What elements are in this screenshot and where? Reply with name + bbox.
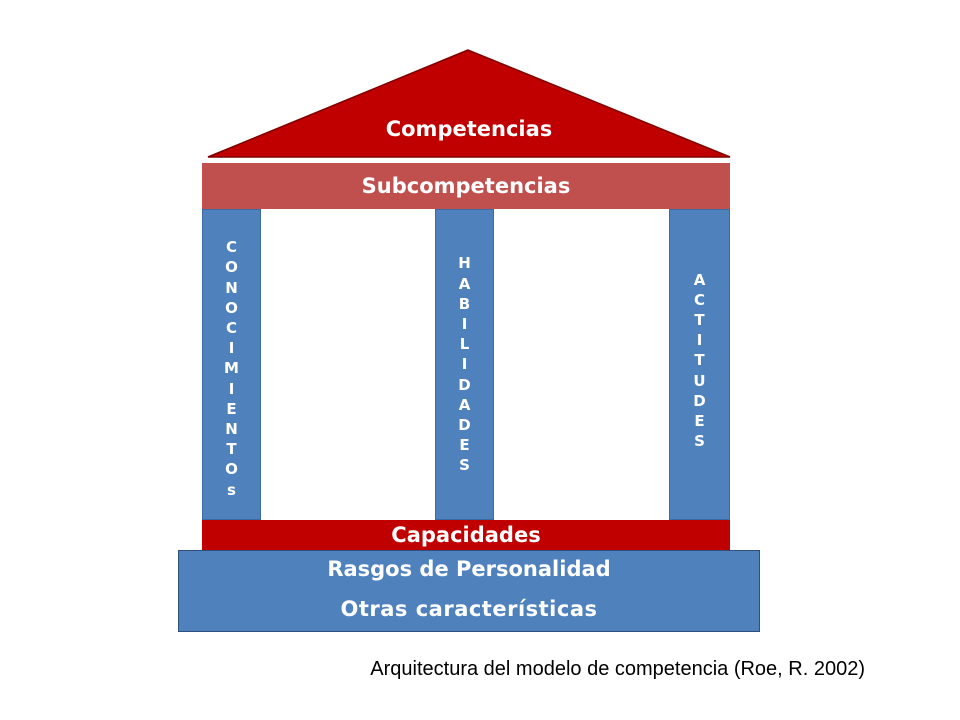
- rasgos-personalidad-slab: Rasgos de Personalidad: [178, 550, 760, 588]
- pillar-letter: I: [461, 355, 468, 374]
- pillar-letter: O: [225, 460, 238, 479]
- pillar-letter: H: [458, 254, 471, 273]
- pillar-letter: I: [228, 339, 235, 358]
- pillar-habilidades: H A B I L I D A D E S: [435, 209, 494, 520]
- pillar-letter: E: [694, 412, 705, 430]
- pillar-letter: A: [458, 395, 471, 414]
- pillar-letter: O: [225, 298, 238, 317]
- pillar-letter: D: [458, 416, 471, 434]
- subcompetencias-band: Subcompetencias: [202, 163, 730, 209]
- pillar-letter: s: [227, 480, 236, 499]
- pillar-letter: L: [459, 335, 470, 354]
- pillar-actitudes: A C T I T U D E S: [669, 209, 730, 520]
- pillar-letter: T: [694, 310, 705, 329]
- pillar-letter: A: [458, 274, 471, 293]
- figure-caption: Arquitectura del modelo de competencia (…: [370, 657, 865, 680]
- pillar-letter: E: [226, 399, 237, 418]
- pillar-letter: N: [225, 420, 238, 438]
- pillar-letter: A: [693, 270, 706, 289]
- pillar-conocimientos: C O N O C I M I E N T O s: [202, 209, 261, 520]
- roof-label: Competencias: [385, 117, 553, 141]
- pillar-letter: B: [458, 294, 471, 313]
- pillar-letter: E: [459, 436, 470, 455]
- pillar-letter: D: [458, 375, 471, 394]
- pillar-letter: I: [228, 379, 235, 398]
- pillar-letter: S: [459, 456, 470, 475]
- pillar-letter: D: [693, 391, 706, 410]
- pillar-letter: T: [226, 440, 237, 459]
- pillar-letter: O: [225, 258, 238, 277]
- capacidades-band: Capacidades: [202, 520, 730, 550]
- pillar-letter: C: [693, 290, 705, 309]
- pillar-letter: S: [694, 432, 705, 451]
- pillar-letter: M: [224, 359, 239, 378]
- pillar-letter: I: [696, 331, 703, 350]
- pillar-letter: T: [694, 351, 705, 370]
- pillar-letter: I: [461, 314, 468, 333]
- pillar-letter: N: [225, 278, 238, 297]
- otras-caracteristicas-slab: Otras características: [178, 587, 760, 632]
- pillar-letter: C: [225, 238, 237, 257]
- pillar-letter: C: [225, 318, 237, 337]
- pillar-letter: U: [693, 371, 706, 390]
